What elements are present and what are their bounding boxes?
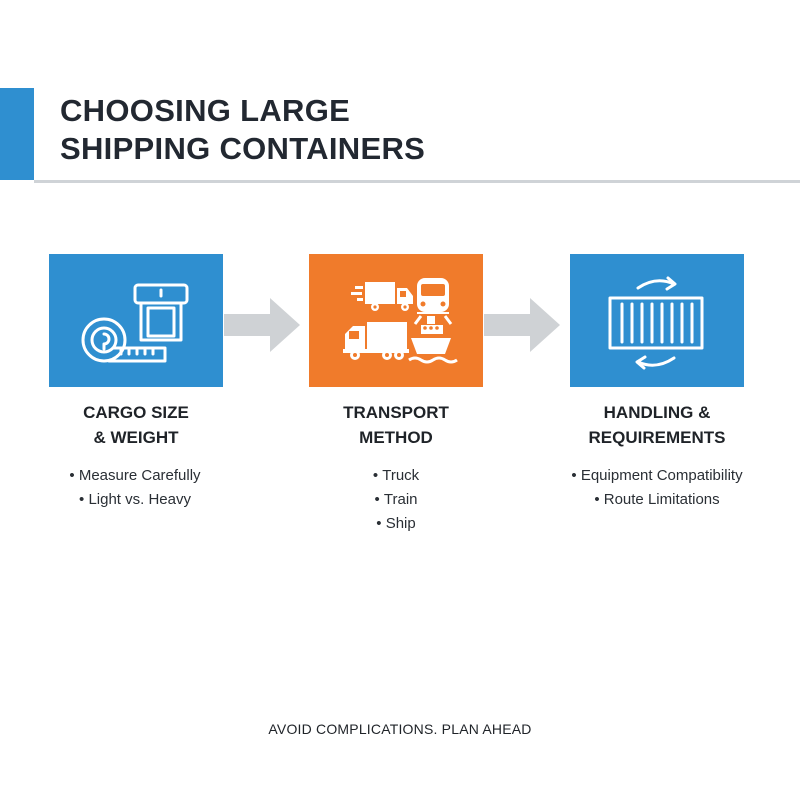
- step-3-heading-line-1: HANDLING &: [603, 403, 711, 422]
- step-1-bullet-list: Measure Carefully Light vs. Heavy: [5, 464, 265, 512]
- flow-arrow-1: [224, 298, 300, 352]
- step-1-heading-line-1: CARGO SIZE: [83, 403, 189, 422]
- step-2-bullet-list: Truck Train Ship: [266, 464, 526, 536]
- step-1-box: [49, 254, 223, 387]
- truck-train-ship-icon: [309, 254, 483, 387]
- page-title-line-1: CHOOSING LARGE: [60, 93, 351, 128]
- step-2-box: [309, 254, 483, 387]
- step-3-heading-line-2: REQUIREMENTS: [588, 428, 726, 447]
- flow-arrow-2: [484, 298, 560, 352]
- step-3-box: [570, 254, 744, 387]
- page-title-line-2: SHIPPING CONTAINERS: [60, 131, 426, 166]
- list-item: Equipment Compatibility: [527, 464, 787, 488]
- list-item: Train: [266, 488, 526, 512]
- step-2-heading: TRANSPORT METHOD: [276, 400, 516, 450]
- step-3-heading: HANDLING & REQUIREMENTS: [537, 400, 777, 450]
- list-item: Ship: [266, 512, 526, 536]
- footer-tagline: AVOID COMPLICATIONS. PLAN AHEAD: [268, 721, 532, 737]
- title-divider: [34, 180, 800, 183]
- title-accent-bar: [0, 88, 34, 180]
- step-3-bullet-list: Equipment Compatibility Route Limitation…: [527, 464, 787, 512]
- step-1-heading: CARGO SIZE & WEIGHT: [16, 400, 256, 450]
- step-2-heading-line-1: TRANSPORT: [343, 403, 449, 422]
- page-title: CHOOSING LARGE SHIPPING CONTAINERS: [60, 92, 760, 168]
- list-item: Light vs. Heavy: [5, 488, 265, 512]
- list-item: Measure Carefully: [5, 464, 265, 488]
- step-2-heading-line-2: METHOD: [359, 428, 433, 447]
- list-item: Truck: [266, 464, 526, 488]
- tape-measure-and-weight-icon: [49, 254, 223, 387]
- step-1-heading-line-2: & WEIGHT: [93, 428, 179, 447]
- container-with-rotation-arrows-icon: [570, 254, 744, 387]
- list-item: Route Limitations: [527, 488, 787, 512]
